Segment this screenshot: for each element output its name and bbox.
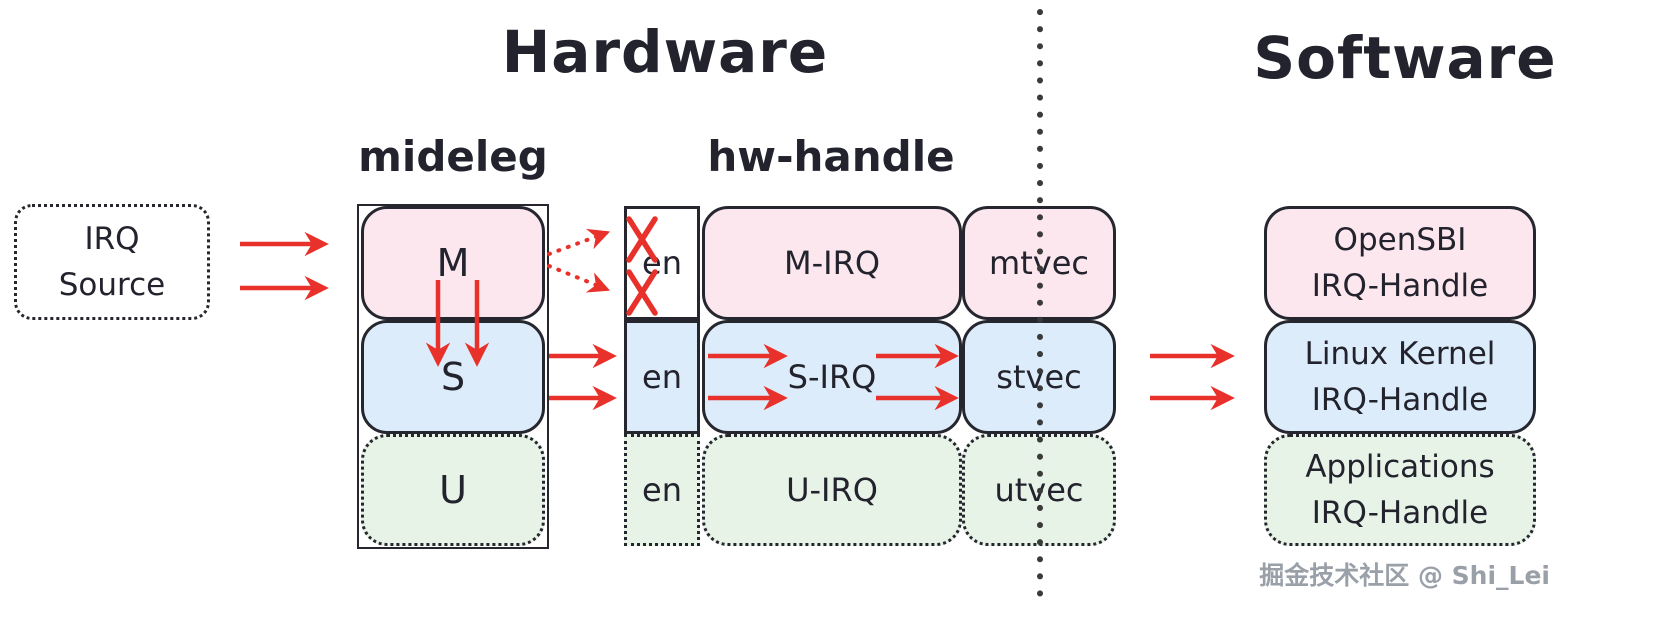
hardware-title: Hardware [501, 18, 829, 86]
software-title: Software [1253, 24, 1557, 92]
hw-handle-label: hw-handle [707, 132, 955, 181]
u-irq-label: U-IRQ [786, 471, 878, 509]
en-s-box: en [624, 320, 700, 434]
en-m-box: en [624, 206, 700, 320]
linux-kernel-handler-line1: Linux Kernel [1304, 335, 1496, 372]
irq-source-line2: Source [58, 267, 166, 303]
s-to-en-arrows [549, 343, 617, 411]
s-irq-label: S-IRQ [787, 358, 877, 396]
mtvec-label: mtvec [989, 244, 1089, 282]
irq-source-box: IRQ Source [14, 204, 210, 320]
s-irq-box: S-IRQ [702, 320, 962, 434]
applications-handler-line2: IRQ-Handle [1311, 495, 1489, 531]
linux-kernel-handler-line2: IRQ-Handle [1311, 382, 1489, 418]
mideleg-m-label: M [436, 241, 470, 285]
en-u-label: en [642, 471, 682, 509]
u-irq-box: U-IRQ [702, 434, 962, 546]
opensbi-handler-line2: IRQ-Handle [1311, 268, 1489, 304]
m-en-dotted-arrows [547, 228, 611, 293]
mideleg-u-label: U [439, 468, 467, 512]
applications-handler-line1: Applications [1305, 448, 1495, 485]
mideleg-s-label: S [440, 355, 466, 399]
mideleg-label: mideleg [358, 132, 548, 181]
applications-handler-box: Applications IRQ-Handle [1264, 434, 1536, 546]
mideleg-u-box: U [361, 434, 545, 546]
mideleg-m-box: M [361, 206, 545, 320]
en-u-box: en [624, 434, 700, 546]
utvec-box: utvec [962, 434, 1116, 546]
stvec-to-software-arrows [1150, 343, 1235, 411]
opensbi-handler-box: OpenSBI IRQ-Handle [1264, 206, 1536, 320]
utvec-label: utvec [994, 471, 1084, 509]
mideleg-s-box: S [361, 320, 545, 434]
stvec-label: stvec [996, 358, 1082, 396]
stvec-box: stvec [962, 320, 1116, 434]
m-irq-box: M-IRQ [702, 206, 962, 320]
en-s-label: en [642, 358, 682, 396]
mtvec-box: mtvec [962, 206, 1116, 320]
linux-kernel-handler-box: Linux Kernel IRQ-Handle [1264, 320, 1536, 434]
irq-source-line1: IRQ [84, 220, 140, 257]
opensbi-handler-line1: OpenSBI [1333, 221, 1467, 258]
irq-source-arrows [240, 231, 329, 301]
m-irq-label: M-IRQ [783, 244, 880, 282]
en-m-label: en [642, 244, 682, 282]
watermark: 掘金技术社区 @ Shi_Lei [1259, 561, 1550, 590]
